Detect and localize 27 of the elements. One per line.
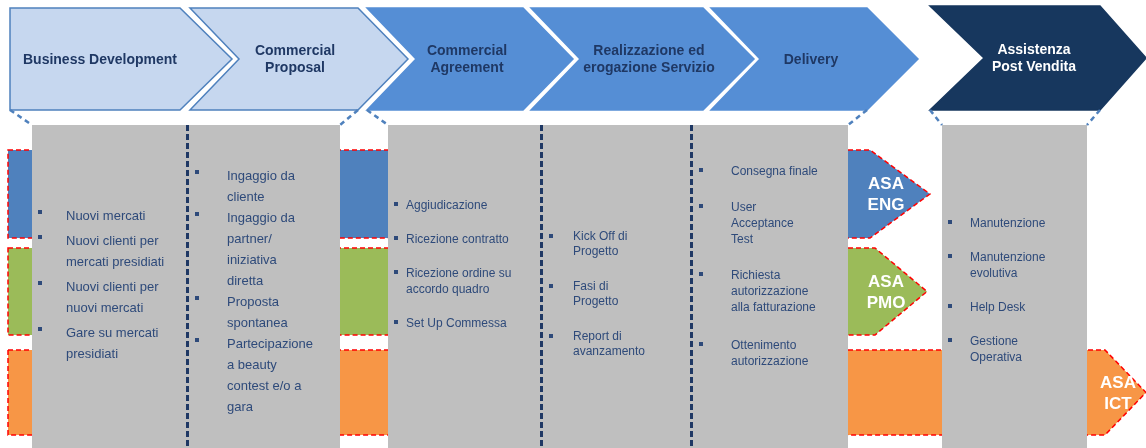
phase-panel bbox=[942, 125, 1087, 448]
bullet-item: Help Desk bbox=[942, 299, 1087, 315]
phase-label: Commercial Agreement bbox=[425, 42, 509, 76]
leader-line bbox=[1086, 109, 1101, 126]
lane-label: ASA ICT bbox=[1099, 371, 1137, 414]
bullet-item: Manutenzione evolutiva bbox=[942, 249, 1087, 281]
lane-label: ASA PMO bbox=[865, 270, 907, 313]
bullet-item: Gare su mercati presidiati bbox=[32, 322, 186, 364]
leader-line bbox=[847, 109, 868, 126]
bullet-item: Ricezione contratto bbox=[388, 231, 540, 247]
phase-label: Business Development bbox=[22, 50, 178, 68]
leader-line bbox=[929, 109, 943, 126]
leader-line bbox=[339, 109, 359, 126]
phase-label: Delivery bbox=[783, 50, 839, 68]
bullet-item: Nuovi clienti per mercati presidiati bbox=[32, 230, 186, 272]
bullet-item: Aggiudicazione bbox=[388, 197, 540, 213]
phase-label: Realizzazione ed erogazione Servizio bbox=[582, 42, 716, 76]
bullet-item: Gestione Operativa bbox=[942, 333, 1087, 365]
bullet-item: Nuovi clienti per nuovi mercati bbox=[32, 276, 186, 318]
phase-label: Assistenza Post Vendita bbox=[991, 41, 1077, 75]
bullet-item: Manutenzione bbox=[942, 215, 1087, 231]
lane-label: ASA ENG bbox=[866, 173, 906, 215]
bullet-item: Nuovi mercati bbox=[32, 205, 186, 226]
bullet-item: Ricezione ordine su accordo quadro bbox=[388, 265, 540, 297]
bullet-item: Set Up Commessa bbox=[388, 315, 540, 331]
phase-label: Commercial Proposal bbox=[253, 42, 337, 76]
leader-line bbox=[366, 109, 389, 126]
